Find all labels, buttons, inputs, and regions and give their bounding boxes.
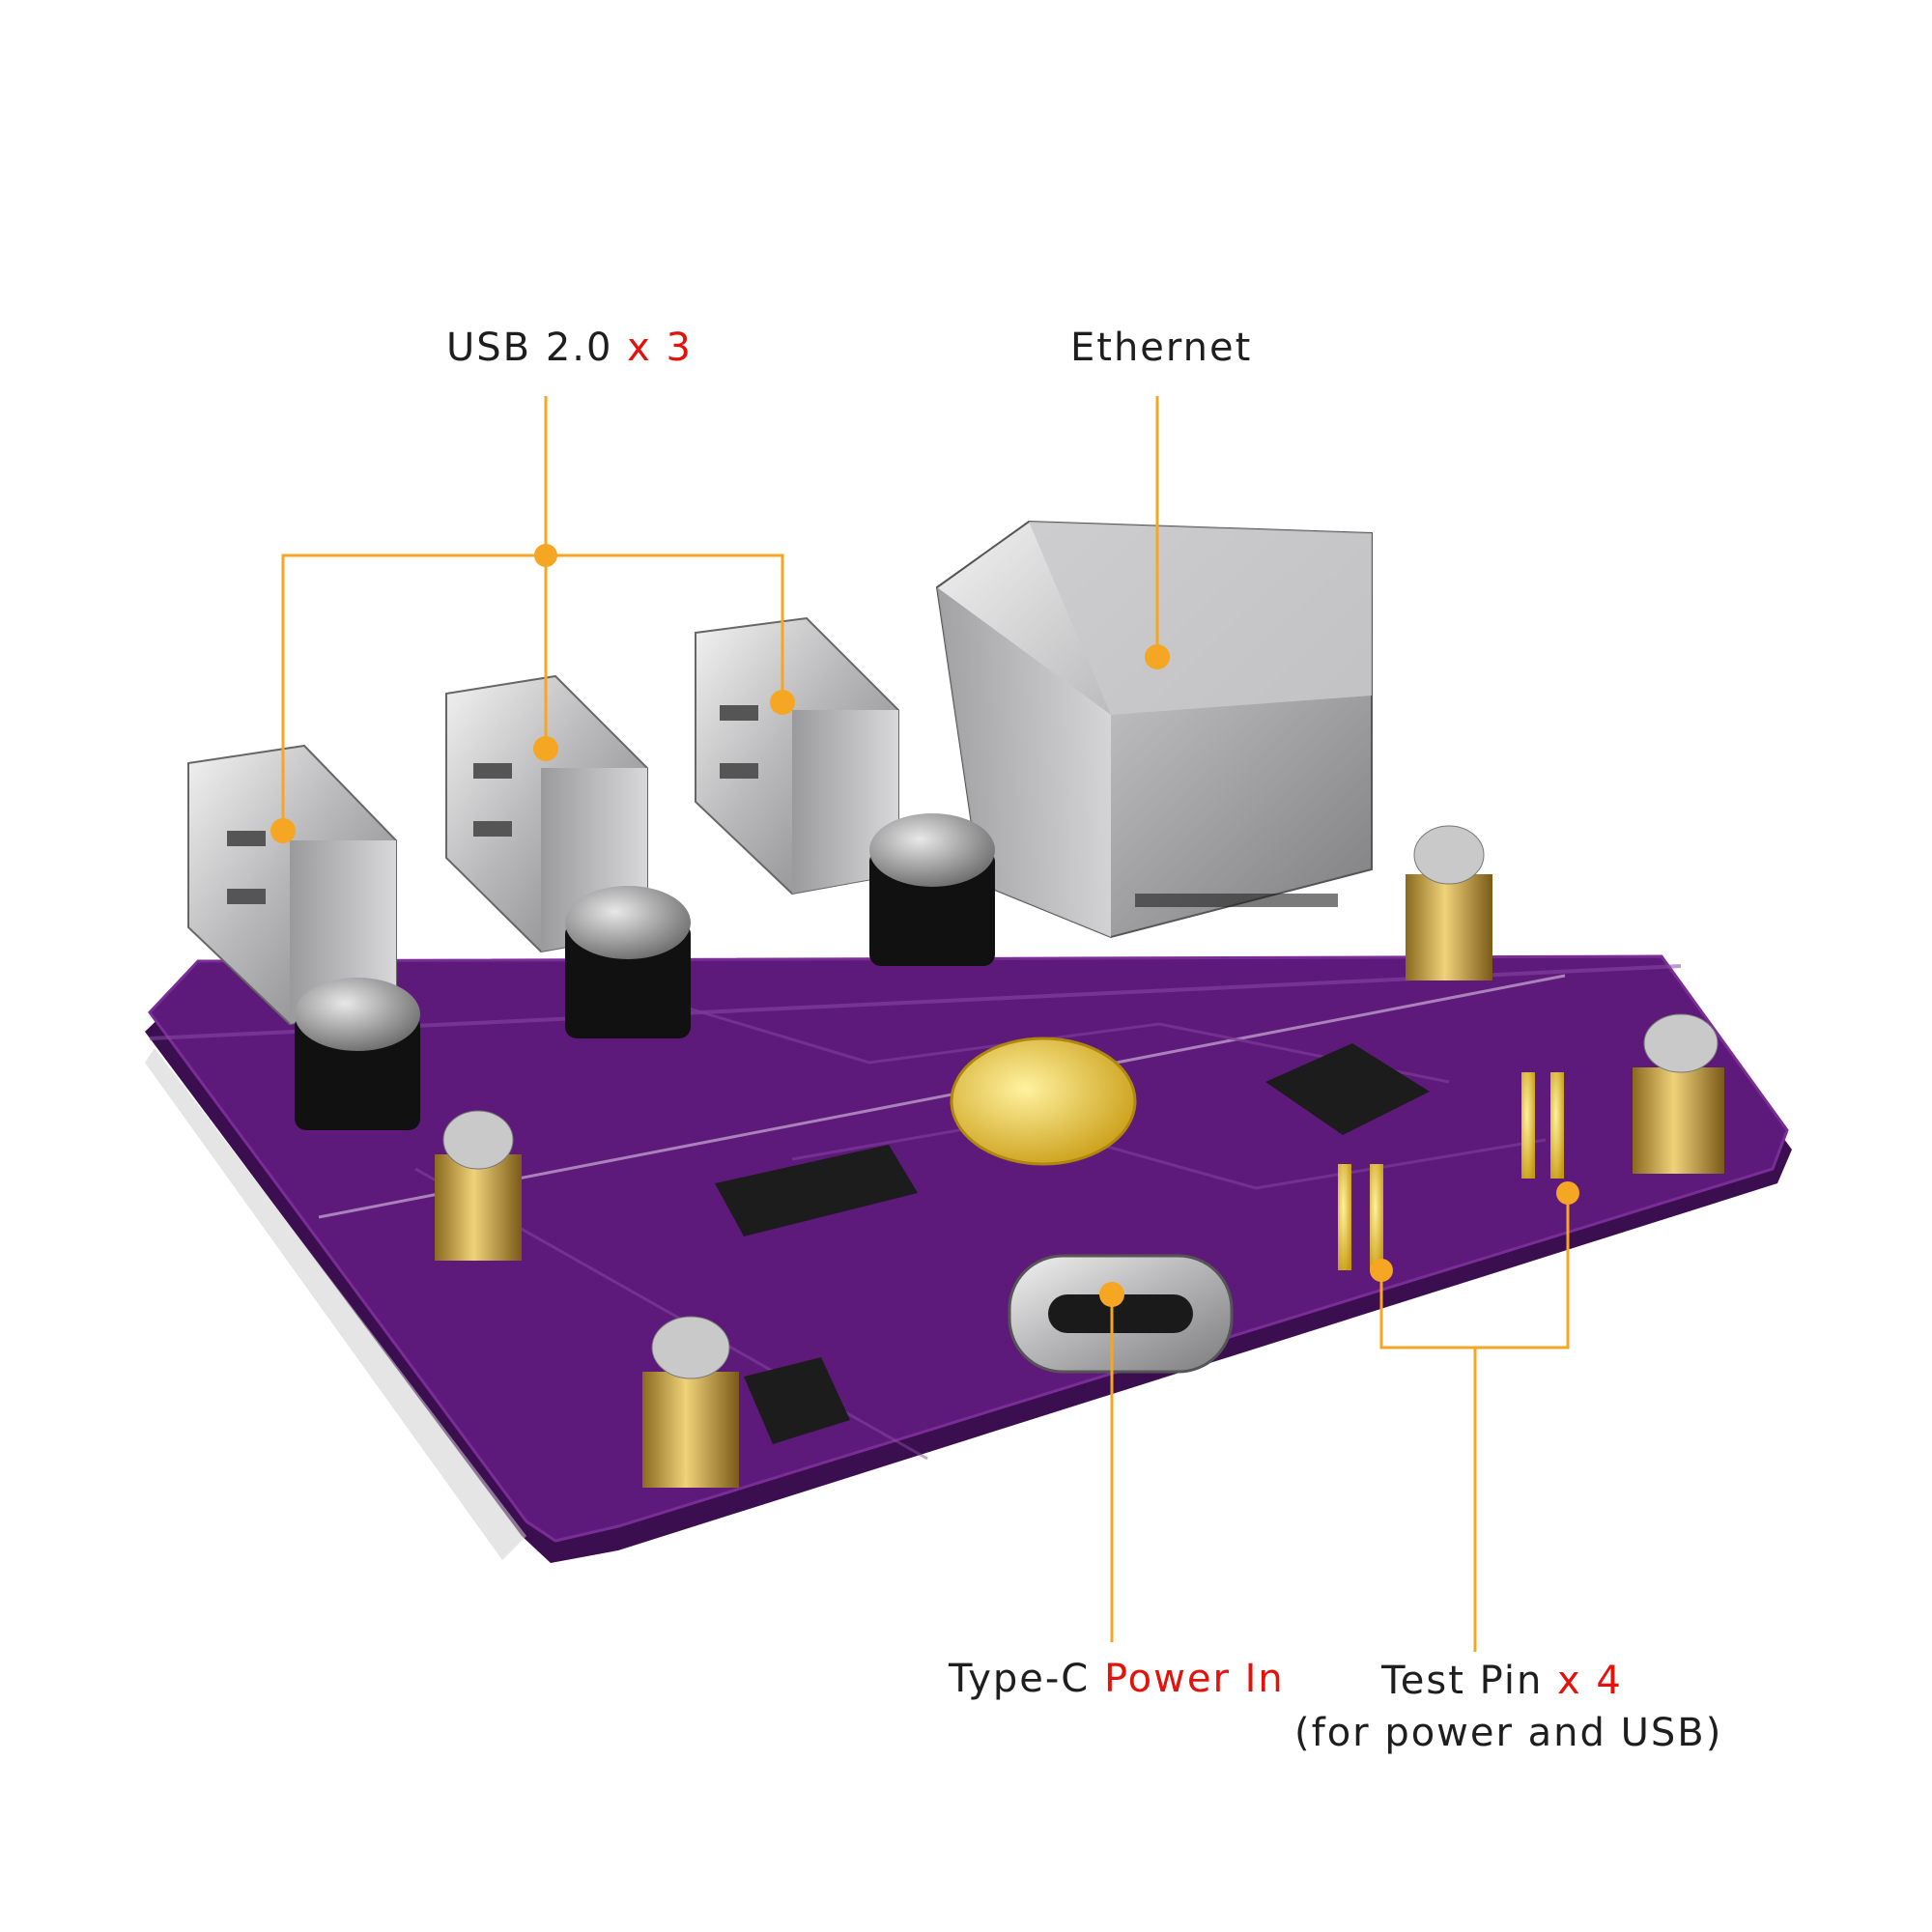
diode bbox=[744, 1357, 850, 1444]
qc-sticker bbox=[950, 1037, 1137, 1166]
callout-dots bbox=[270, 544, 1579, 1307]
brass-standoff bbox=[642, 1316, 739, 1488]
usb-callout-label: USB 2.0 x 3 bbox=[446, 328, 693, 367]
test-pin-label-note: (for power and USB) bbox=[1294, 1711, 1723, 1755]
test-pin-label-count: x 4 bbox=[1557, 1659, 1623, 1703]
capacitor bbox=[295, 978, 420, 1130]
usb-c-connector bbox=[1008, 1254, 1234, 1374]
ethernet-label-text: Ethernet bbox=[1070, 326, 1253, 370]
ethernet-jack bbox=[935, 520, 1373, 939]
usb-label-count: x 3 bbox=[627, 326, 693, 370]
usb-port bbox=[187, 744, 397, 1026]
usb-label-text: USB 2.0 bbox=[446, 326, 613, 370]
typec-callout-label: Type-C Power In bbox=[949, 1660, 1285, 1698]
test-pin-callout-label: Test Pin x 4 (for power and USB) bbox=[1294, 1659, 1723, 1755]
capacitor bbox=[869, 813, 995, 966]
ethernet-controller-chip bbox=[1265, 1043, 1430, 1135]
typec-label-text: Type-C bbox=[949, 1657, 1091, 1701]
capacitor bbox=[565, 886, 691, 1038]
test-pins bbox=[1338, 1072, 1564, 1270]
typec-label-accent: Power In bbox=[1103, 1657, 1285, 1701]
brass-standoff bbox=[1406, 825, 1492, 980]
ethernet-callout-label: Ethernet bbox=[1070, 328, 1252, 367]
usb-port bbox=[695, 616, 899, 895]
test-pin-label-text: Test Pin bbox=[1381, 1659, 1544, 1703]
brass-standoff bbox=[1633, 1013, 1724, 1174]
brass-standoff bbox=[435, 1110, 522, 1261]
soic-chip bbox=[715, 1145, 918, 1236]
callout-lines bbox=[281, 396, 1570, 1652]
